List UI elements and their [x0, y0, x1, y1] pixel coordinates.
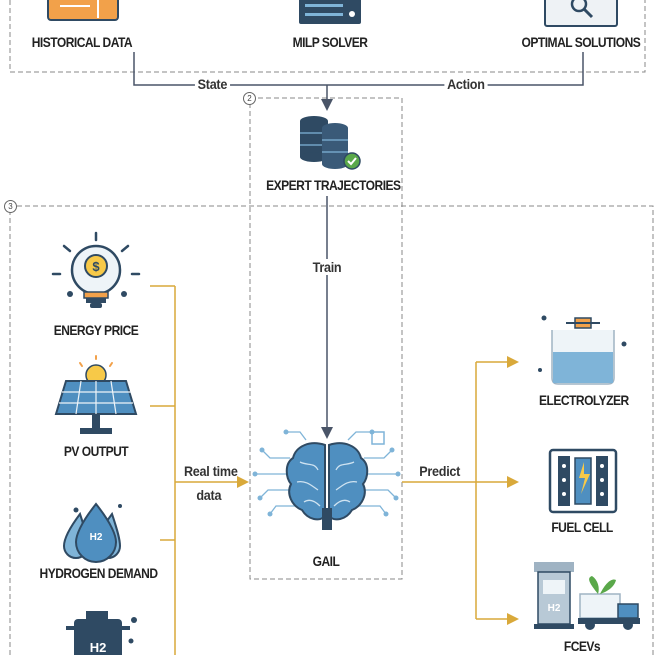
- output-bracket: [402, 362, 477, 619]
- section-1-frame: [9, 0, 646, 73]
- action-connector-label: Action: [444, 76, 488, 92]
- real-time-label-line1: Real time: [183, 463, 238, 479]
- real-time-label-line2: data: [196, 487, 222, 503]
- lightbulb-dollar-icon: $: [51, 231, 141, 308]
- server-icon: [299, 0, 361, 24]
- historical-data-label: HISTORICAL DATA: [31, 34, 133, 50]
- fcev-station-icon: H2: [534, 562, 640, 630]
- hydrogen-demand-label: HYDROGEN DEMAND: [39, 565, 159, 581]
- fcevs-label: FCEVs: [563, 638, 601, 654]
- fuel-cell-icon: [548, 448, 618, 514]
- hydrogen-drops-icon: H2: [62, 502, 122, 563]
- action-connector: [327, 52, 584, 86]
- state-connector: [133, 52, 327, 86]
- input-bracket: [150, 285, 176, 655]
- electrolyzer-label: ELECTROLYZER: [539, 392, 629, 408]
- expert-trajectories-label: EXPERT TRAJECTORIES: [266, 177, 401, 193]
- h2-icon-text: H2: [90, 532, 103, 543]
- electrolyzer-icon: [538, 315, 627, 385]
- tank-h2-text: H2: [90, 640, 107, 655]
- section-2-frame: [249, 97, 403, 580]
- section-number-2: 2: [243, 92, 256, 105]
- historical-data-icon: [47, 0, 119, 21]
- section-number-3: 3: [4, 200, 17, 213]
- train-connector-label: Train: [309, 259, 345, 275]
- brain-circuit-icon: [252, 429, 401, 530]
- solar-panel-icon: [54, 355, 138, 434]
- predict-connector-label: Predict: [419, 463, 461, 479]
- hydrogen-tank-icon: H2: [66, 611, 137, 655]
- optimal-solutions-label: OPTIMAL SOLUTIONS: [521, 34, 641, 50]
- gail-label: GAIL: [312, 553, 340, 569]
- pv-output-label: PV OUTPUT: [63, 443, 129, 459]
- section-3-frame: [9, 205, 654, 655]
- state-connector-label: State: [194, 76, 230, 92]
- energy-price-label: ENERGY PRICE: [53, 322, 139, 338]
- station-h2-text: H2: [548, 603, 561, 614]
- search-monitor-icon: [544, 0, 618, 27]
- database-icon: [300, 116, 361, 170]
- fuel-cell-label: FUEL CELL: [551, 519, 613, 535]
- svg-text:$: $: [92, 259, 100, 274]
- milp-solver-label: MILP SOLVER: [292, 34, 368, 50]
